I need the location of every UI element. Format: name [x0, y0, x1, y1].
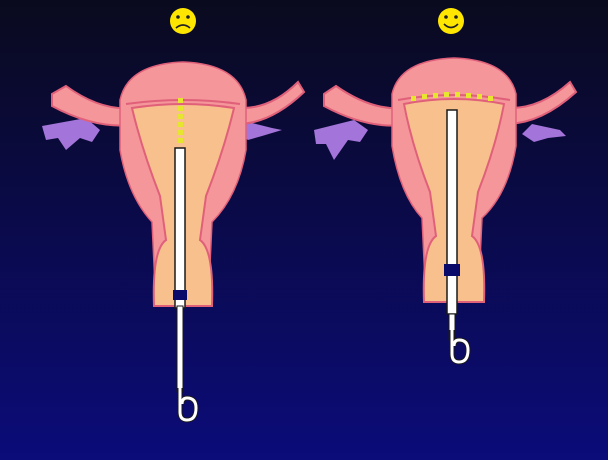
catheter-marker-left	[173, 290, 187, 300]
catheter-marker-right	[444, 264, 460, 276]
sad-face-icon	[170, 8, 196, 34]
happy-face-icon	[438, 8, 464, 34]
